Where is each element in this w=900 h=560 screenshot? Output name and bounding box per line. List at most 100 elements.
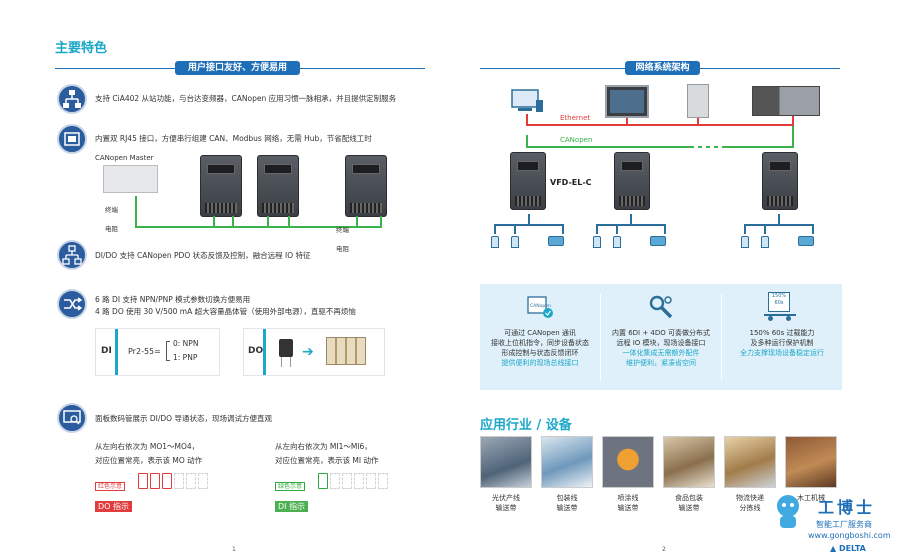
canopen-master-plc bbox=[103, 165, 158, 193]
switch-arrows-icon bbox=[57, 289, 87, 319]
io-tree-1 bbox=[491, 214, 574, 254]
do-segment-display bbox=[138, 473, 210, 493]
segment-digit bbox=[186, 473, 196, 489]
feature-pdo: DI/DO 支持 CANopen PDO 状态反馈及控制，融合远程 IO 特征 bbox=[95, 251, 311, 260]
network-banner: 网络系统架构 bbox=[625, 61, 700, 75]
feature-panel: CANopen 可通过 CANopen 通讯 接收上位机指令，同步设备状态 形成… bbox=[480, 284, 842, 390]
features-banner: 用户接口友好、方便易用 bbox=[175, 61, 300, 75]
canopen-drop-2 bbox=[792, 126, 794, 147]
segment-digit bbox=[342, 473, 352, 489]
segment-digit bbox=[318, 473, 328, 489]
app-photo-food bbox=[663, 436, 715, 488]
panel-cell-1: 可通过 CANopen 通讯 接收上位机指令，同步设备状态 形成控制与状态反馈闭… bbox=[491, 329, 589, 367]
can-drop-5 bbox=[288, 216, 290, 227]
io-tree-2 bbox=[593, 214, 676, 254]
terminal-resistor-2: 终端 电阻 bbox=[336, 226, 349, 253]
sensor-icon bbox=[593, 236, 601, 248]
can-drop-6 bbox=[356, 216, 358, 227]
pdo-network-icon bbox=[57, 240, 87, 270]
arrow-right-icon: ➔ bbox=[302, 344, 314, 360]
segment-digit bbox=[150, 473, 160, 489]
di-label: DI bbox=[101, 346, 112, 356]
sensor-icon bbox=[491, 236, 499, 248]
transistor-leads bbox=[281, 357, 291, 367]
can-drop-4 bbox=[267, 216, 269, 227]
network-tree-icon bbox=[57, 84, 87, 114]
green-badge: 绿色示意 bbox=[275, 482, 306, 491]
app-photo-logistics bbox=[724, 436, 776, 488]
page-number-left: 1 bbox=[232, 546, 236, 553]
segment-digit bbox=[354, 473, 364, 489]
terminal-resistor-1: 终端 电阻 bbox=[105, 206, 118, 233]
inverter-drive-2 bbox=[257, 155, 299, 217]
wrench-icon bbox=[646, 292, 676, 322]
ethernet-drop-3 bbox=[697, 118, 699, 125]
feature-display: 面板数码管展示 DI/DO 导通状态，现场调试方便直观 bbox=[95, 414, 272, 423]
inverter-drive-3 bbox=[345, 155, 387, 217]
delta-brand-text: DELTA bbox=[838, 544, 866, 553]
vfd-drive-2 bbox=[614, 152, 650, 210]
mi-description-2: 对应位置常亮，表示该 MI 动作 bbox=[275, 456, 379, 465]
overload-icon: 150% 60s bbox=[764, 292, 798, 322]
delta-brand: ▲ DELTA bbox=[830, 544, 866, 553]
canopen-icon: CANopen bbox=[525, 294, 555, 320]
sensor-icon bbox=[613, 236, 621, 248]
hmi-panel bbox=[605, 85, 649, 118]
segment-digit bbox=[366, 473, 376, 489]
sensor-icon bbox=[741, 236, 749, 248]
can-drop-1 bbox=[135, 196, 137, 227]
page-number-right: 2 bbox=[662, 546, 666, 553]
feature-do-capacity: 4 路 DO 使用 30 V/500 mA 超大容量晶体管（使用外部电源），直驱… bbox=[95, 307, 356, 316]
panel-divider-2 bbox=[721, 294, 722, 380]
segment-digit bbox=[138, 473, 148, 489]
canopen-label: CANopen bbox=[560, 136, 593, 144]
app-photo-spraying bbox=[602, 436, 654, 488]
red-badge: 红色示意 bbox=[95, 482, 126, 491]
mascot-icon bbox=[768, 492, 808, 530]
app-caption-3: 喷涂线输送带 bbox=[617, 494, 639, 512]
applications-title: 应用行业 / 设备 bbox=[480, 418, 572, 433]
motor-icon bbox=[650, 236, 666, 246]
canopen-master-label: CANopen Master bbox=[95, 154, 154, 162]
mi-description-1: 从左向右依次为 MI1～MI6， bbox=[275, 442, 372, 451]
do-label: DO bbox=[248, 346, 264, 356]
app-caption-1: 光伏产线输送带 bbox=[492, 494, 520, 512]
feature-di-npn: 6 路 DI 支持 NPN/PNP 模式参数切换方便易用 bbox=[95, 295, 251, 304]
panel-cell-3: 150% 60s 过载能力 及多种运行保护机制 全力支撑现场设备稳定运行 bbox=[740, 329, 824, 357]
ethernet-drop-4 bbox=[792, 116, 794, 125]
segment-digit bbox=[162, 473, 172, 489]
ethernet-label: Ethernet bbox=[560, 114, 591, 122]
vfd-drive-1 bbox=[510, 152, 546, 210]
segment-digit bbox=[378, 473, 388, 489]
di-indicator-group: 绿色示意 DI 指示 bbox=[275, 473, 309, 513]
panel-divider-1 bbox=[600, 294, 601, 380]
app-photo-pv-line bbox=[480, 436, 532, 488]
segment-digit bbox=[330, 473, 340, 489]
mo-description-2: 对应位置常亮，表示该 MO 动作 bbox=[95, 456, 203, 465]
can-drop-2 bbox=[213, 216, 215, 227]
section-title: 主要特色 bbox=[55, 41, 108, 56]
sensor-icon bbox=[511, 236, 519, 248]
vfd-drive-3 bbox=[762, 152, 798, 210]
app-caption-5: 物流快递分拣线 bbox=[736, 494, 764, 512]
svg-text:CANopen: CANopen bbox=[530, 303, 551, 309]
pnp-option: 1: PNP bbox=[173, 353, 198, 362]
feature-rj45: 内置双 RJ45 接口，方便串行组建 CAN、Modbus 网络，无需 Hub，… bbox=[95, 134, 372, 143]
plc-rack bbox=[752, 86, 820, 116]
watermark-subtitle: 智能工厂服务商 bbox=[816, 520, 872, 529]
segment-digit bbox=[174, 473, 184, 489]
mo-description-1: 从左向右依次为 MO1～MO4， bbox=[95, 442, 200, 451]
npn-option: 0: NPN bbox=[173, 339, 199, 348]
vfd-model-label: VFD-EL-C bbox=[550, 178, 592, 187]
di-indicator-label: DI 指示 bbox=[275, 501, 309, 512]
pc-computer-icon bbox=[510, 88, 544, 114]
can-bus-line bbox=[135, 226, 382, 228]
watermark-url: www.gongboshi.com bbox=[808, 531, 891, 540]
rj45-port-icon bbox=[57, 124, 87, 154]
app-caption-4: 食品包装输送带 bbox=[675, 494, 703, 512]
app-caption-2: 包装线输送带 bbox=[556, 494, 578, 512]
ethernet-bus-line bbox=[526, 124, 794, 126]
param-brace bbox=[166, 341, 170, 361]
inverter-drive-1 bbox=[200, 155, 242, 217]
motor-icon bbox=[548, 236, 564, 246]
